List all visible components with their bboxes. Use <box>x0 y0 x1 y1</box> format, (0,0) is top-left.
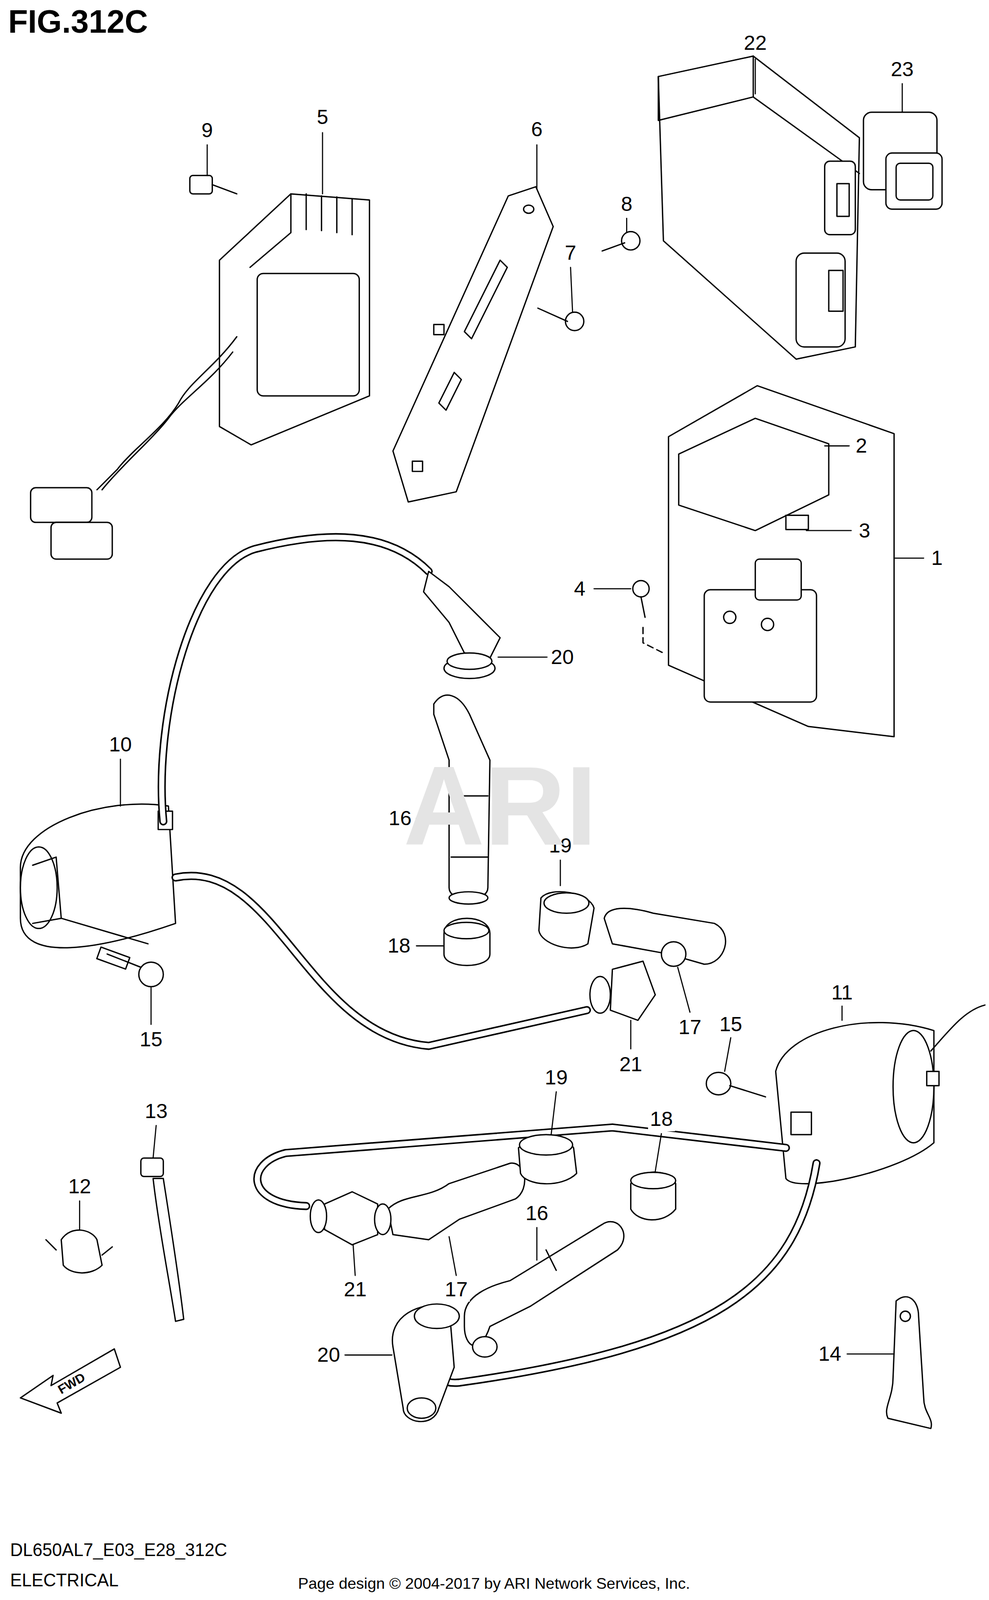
callout-number: 18 <box>648 1107 675 1132</box>
callout-number: 16 <box>523 1201 551 1226</box>
callout-number: 7 <box>563 241 579 265</box>
figure-title: FIG.312C <box>8 3 148 40</box>
watermark: ARI <box>403 744 597 868</box>
callout-number: 21 <box>617 1052 645 1077</box>
callout-number: 15 <box>137 1028 165 1052</box>
callout-number: 19 <box>543 1066 570 1090</box>
model-code: DL650AL7_E03_E28_312C <box>8 1540 230 1561</box>
callout-number: 2 <box>853 434 869 458</box>
callout-number: 12 <box>66 1175 94 1199</box>
callout-number: 20 <box>548 645 576 670</box>
callout-number: 6 <box>529 117 545 142</box>
callout-number: 11 <box>829 981 855 1005</box>
callout-number: 10 <box>106 733 134 757</box>
callout-number: 17 <box>676 1015 704 1040</box>
callout-number: 13 <box>142 1099 170 1124</box>
callout-number: 5 <box>315 105 331 129</box>
section-name: ELECTRICAL <box>8 1570 121 1592</box>
callout-number: 20 <box>315 1343 343 1368</box>
callout-number: 18 <box>385 934 413 958</box>
callout-number: 15 <box>717 1012 745 1037</box>
callout-number: 1 <box>929 546 945 570</box>
copyright-note: Page design © 2004-2017 by ARI Network S… <box>295 1575 693 1594</box>
callout-number: 23 <box>888 57 916 82</box>
callout-number: 3 <box>856 519 872 543</box>
callout-number: 9 <box>199 118 215 143</box>
callout-number: 17 <box>442 1278 470 1302</box>
callout-number: 14 <box>816 1342 844 1367</box>
callout-number: 22 <box>741 31 769 55</box>
callout-number: 21 <box>341 1278 369 1302</box>
callout-number: 8 <box>618 192 634 216</box>
callout-number: 4 <box>571 577 588 601</box>
